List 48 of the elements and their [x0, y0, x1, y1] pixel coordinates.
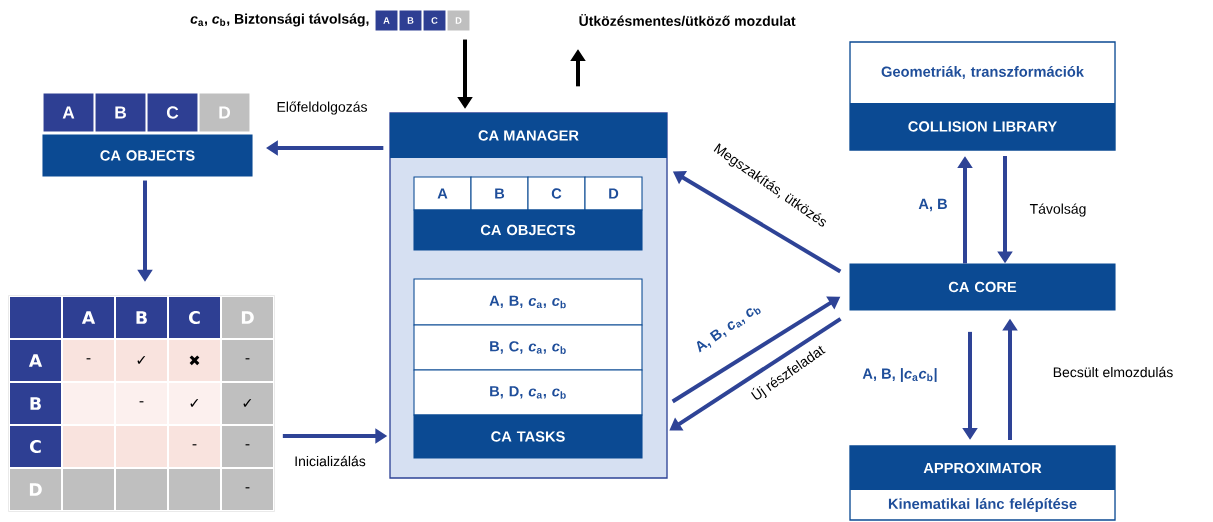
input-label: c$_{a}$, c$_{b}$, Biztonsági távolság, — [190, 13, 369, 27]
approximator-box: APPROXIMATOR Kinematikai lánc felépítése — [849, 445, 1116, 521]
object-cell: B — [94, 92, 147, 133]
object-cell: D — [584, 176, 643, 211]
object-cell: A — [374, 9, 399, 32]
objects-bar: CA OBJECTS — [42, 134, 253, 177]
table-cell: - — [222, 426, 273, 467]
object-cell: D — [198, 92, 251, 133]
edge-label: Távolság — [1028, 202, 1088, 218]
table-cell: - — [169, 426, 220, 467]
object-cell: C — [422, 9, 447, 32]
object-cell: B — [398, 9, 423, 32]
table-cell: ✓ — [222, 383, 273, 424]
edge-label: Becsült elmozdulás — [1051, 365, 1175, 379]
table-cell: C — [169, 297, 220, 338]
table-cell: ✖ — [169, 340, 220, 381]
core-box: CA CORE — [849, 263, 1116, 311]
table-cell: B — [10, 383, 61, 424]
edge-label: A, B, c$_{a}$, c$_{b}$ — [691, 299, 765, 357]
table-cell: - — [63, 340, 114, 381]
edge-label: A, B — [917, 197, 949, 213]
edge-label: Előfeldolgozás — [275, 100, 369, 116]
table-cell: A — [63, 297, 114, 338]
object-cell: A — [413, 176, 472, 211]
object-cell: A — [42, 92, 95, 133]
table-cell: - — [116, 383, 167, 424]
table-cell: - — [222, 340, 273, 381]
output-label: Ütközésmentes/ütköző mozdulat — [579, 13, 796, 27]
object-cell: B — [470, 176, 529, 211]
table-cell: ✓ — [116, 340, 167, 381]
edge-label: Inicializálás — [292, 454, 368, 468]
table-cell: ✓ — [169, 383, 220, 424]
object-cell: C — [146, 92, 199, 133]
object-cell: C — [527, 176, 586, 211]
table-cell: D — [222, 297, 273, 338]
object-cell: D — [446, 9, 471, 32]
table-cell: - — [222, 469, 273, 510]
table-cell: B — [116, 297, 167, 338]
library-box: Geometriák, transzformációk COLLISION LIBRARY — [849, 41, 1116, 151]
table-cell: A — [10, 340, 61, 381]
edge-label: A, B, |c$_{a}$c$_{b}$| — [861, 366, 939, 384]
task-row: A, B, c$_{a}$, c$_{b}$ — [413, 278, 643, 326]
tasks-bar: CA TASKS — [413, 414, 643, 459]
task-row: B, D, c$_{a}$, c$_{b}$ — [413, 369, 643, 416]
task-row: B, C, c$_{a}$, c$_{b}$ — [413, 324, 643, 371]
objects-bar: CA OBJECTS — [413, 209, 643, 251]
table-cell: D — [10, 469, 61, 510]
table-cell: C — [10, 426, 61, 467]
